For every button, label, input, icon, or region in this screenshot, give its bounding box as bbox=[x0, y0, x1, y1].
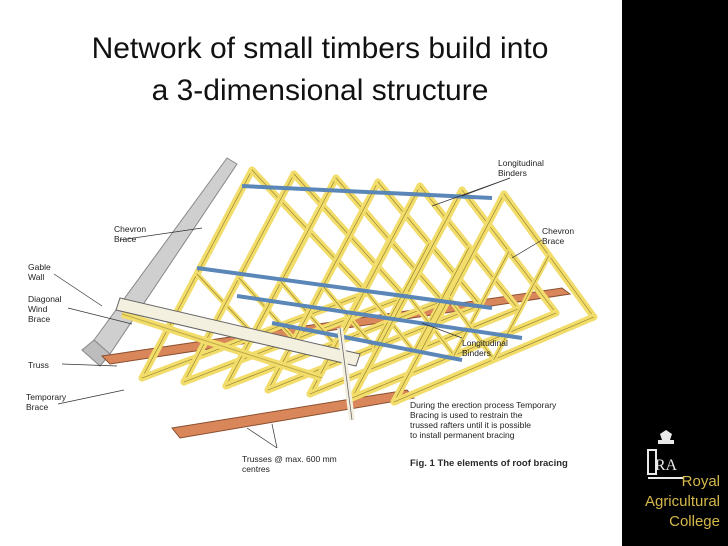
ceiling-binder-3 bbox=[271, 321, 463, 362]
ridge-binder bbox=[241, 184, 493, 200]
eaves-plate bbox=[171, 389, 415, 439]
slide-title: Network of small timbers build into a 3-… bbox=[91, 32, 549, 107]
ceiling-binder-1 bbox=[196, 266, 493, 310]
college-name: Royal Agricultural College bbox=[644, 473, 720, 530]
label-truss: Truss bbox=[28, 360, 49, 370]
ceiling-binder-2 bbox=[236, 294, 523, 340]
truss-member-outline bbox=[453, 251, 510, 356]
truss-member-outline bbox=[493, 255, 550, 360]
figure-caption: Fig. 1 The elements of roof bracing bbox=[410, 458, 568, 469]
college-sidebar: RA Royal Agricultural College bbox=[622, 0, 728, 546]
college-crest-icon: RA bbox=[647, 430, 684, 479]
temporary-brace bbox=[115, 297, 361, 367]
svg-text:RA: RA bbox=[655, 457, 678, 474]
